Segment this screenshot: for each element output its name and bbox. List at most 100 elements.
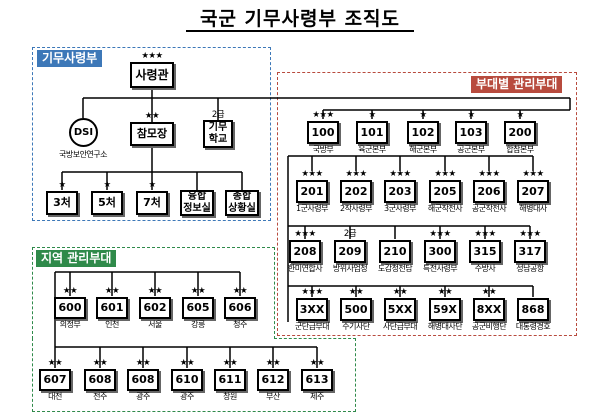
unit-caption: 특전사령부 <box>422 264 458 273</box>
dept5-rank: ★ <box>103 180 111 190</box>
unit-caption: 수방사 <box>474 264 496 273</box>
unit-rank: ★★★ <box>522 169 544 179</box>
unit-node: 205 <box>429 180 461 203</box>
local-unit-code: 600 <box>58 301 82 314</box>
unit-code: 210 <box>383 244 407 258</box>
unit-code: 101 <box>360 125 384 139</box>
unit-caption: 사단급부대 <box>382 322 418 331</box>
local-region-joint <box>274 338 356 339</box>
local-region-lower <box>32 338 356 412</box>
unit-code: 102 <box>411 125 435 139</box>
unit-node: 3XX <box>296 298 328 321</box>
unit-node: 202 <box>340 180 372 203</box>
unit-rank: ★ <box>516 110 524 120</box>
unit-code: 202 <box>344 184 368 198</box>
local-unit-node: 605 <box>182 297 214 319</box>
local-unit-node: 600 <box>54 297 86 319</box>
unit-code: 5XX <box>387 302 413 316</box>
dept7-node: 7처 <box>136 191 168 215</box>
unit-rank: ★★★ <box>478 169 500 179</box>
unit-caption: 합참본부 <box>506 145 534 154</box>
unit-node: 207 <box>517 180 549 203</box>
local-unit-rank: ★★ <box>104 286 120 296</box>
unit-caption: 수기사단 <box>342 322 370 331</box>
fusion-label: 융합 정보실 <box>183 191 211 214</box>
local-unit-node: 613 <box>301 369 333 391</box>
local-unit-code: 608 <box>88 373 112 386</box>
local-unit-code: 605 <box>186 301 210 314</box>
unit-node: 208 <box>289 240 321 263</box>
unit-node: 101 <box>356 121 388 144</box>
units-region-label: 부대별 관리부대 <box>471 76 563 93</box>
unit-node: 206 <box>473 180 505 203</box>
unit-caption: 도감청전담 <box>377 264 413 273</box>
dsi-node: DSI <box>69 118 98 147</box>
local-unit-rank: ★★ <box>47 358 63 368</box>
unit-caption: 해군본부 <box>409 145 437 154</box>
local-unit-caption: 강릉 <box>191 320 205 329</box>
unit-rank: ★★★ <box>312 110 334 120</box>
local-region <box>32 247 275 339</box>
unit-rank: ★★★ <box>519 229 541 239</box>
unit-node: 103 <box>455 121 487 144</box>
dept7-rank: ★ <box>148 180 156 190</box>
unit-node: 317 <box>514 240 546 263</box>
unit-rank: ★★★ <box>474 229 496 239</box>
unit-caption: 3군사령부 <box>383 204 417 213</box>
unit-code: 200 <box>508 125 532 139</box>
local-unit-code: 606 <box>228 301 252 314</box>
unit-caption: 해병대사 <box>519 204 547 213</box>
unit-caption: 1군사령부 <box>295 204 329 213</box>
unit-node: 201 <box>296 180 328 203</box>
local-unit-code: 601 <box>100 301 124 314</box>
unit-rank: ★★★ <box>345 169 367 179</box>
unit-caption: 공군본부 <box>457 145 485 154</box>
local-unit-code: 607 <box>43 373 67 386</box>
local-unit-node: 602 <box>139 297 171 319</box>
local-unit-rank: ★★ <box>265 358 281 368</box>
unit-code: 317 <box>518 244 542 258</box>
unit-node: 5XX <box>384 298 416 321</box>
fusion-node: 융합 정보실 <box>180 190 214 216</box>
school-label: 기무 학교 <box>208 122 228 145</box>
dept3-label: 3처 <box>53 196 71 209</box>
dsi-label: DSI <box>73 126 94 138</box>
local-unit-caption: 광주 <box>180 392 194 401</box>
local-unit-rank: ★★ <box>232 286 248 296</box>
unit-caption: 성남공항 <box>516 264 544 273</box>
hq-region <box>32 47 271 221</box>
unit-caption: 해병대사단 <box>427 322 463 331</box>
local-unit-node: 608 <box>84 369 116 391</box>
unit-caption: 육군본부 <box>358 145 386 154</box>
local-unit-code: 602 <box>143 301 167 314</box>
unit-node: 203 <box>384 180 416 203</box>
situation-label: 종합 상황실 <box>228 191 256 214</box>
unit-node: 8XX <box>473 298 505 321</box>
local-unit-caption: 창원 <box>223 392 237 401</box>
commander-node: 사령관 <box>130 62 174 88</box>
hq-region-label: 기무사령부 <box>37 50 103 67</box>
local-unit-node: 611 <box>214 369 246 391</box>
unit-code: 207 <box>521 184 545 198</box>
unit-node: 868 <box>517 298 549 321</box>
unit-code: 203 <box>388 184 412 198</box>
page-title: 국군 기무사령부 조직도 <box>199 8 401 30</box>
commander-label: 사령관 <box>135 68 169 82</box>
unit-rank: ★★ <box>481 287 497 297</box>
chief-of-staff-node: 참모장 <box>130 122 174 146</box>
local-unit-rank: ★★ <box>92 358 108 368</box>
local-unit-node: 612 <box>257 369 289 391</box>
dsi-caption: 국방보안연구소 <box>58 150 108 159</box>
unit-caption: 군단급부대 <box>294 322 330 331</box>
local-unit-node: 601 <box>96 297 128 319</box>
local-unit-code: 610 <box>175 373 199 386</box>
local-unit-code: 612 <box>261 373 285 386</box>
unit-node: 100 <box>307 121 339 144</box>
unit-caption: 해군작전사 <box>427 204 463 213</box>
unit-node: 210 <box>379 240 411 263</box>
unit-rank: ★★★ <box>434 169 456 179</box>
unit-rank: 2급 <box>343 229 357 239</box>
situation-node: 종합 상황실 <box>225 190 259 216</box>
local-unit-node: 610 <box>171 369 203 391</box>
